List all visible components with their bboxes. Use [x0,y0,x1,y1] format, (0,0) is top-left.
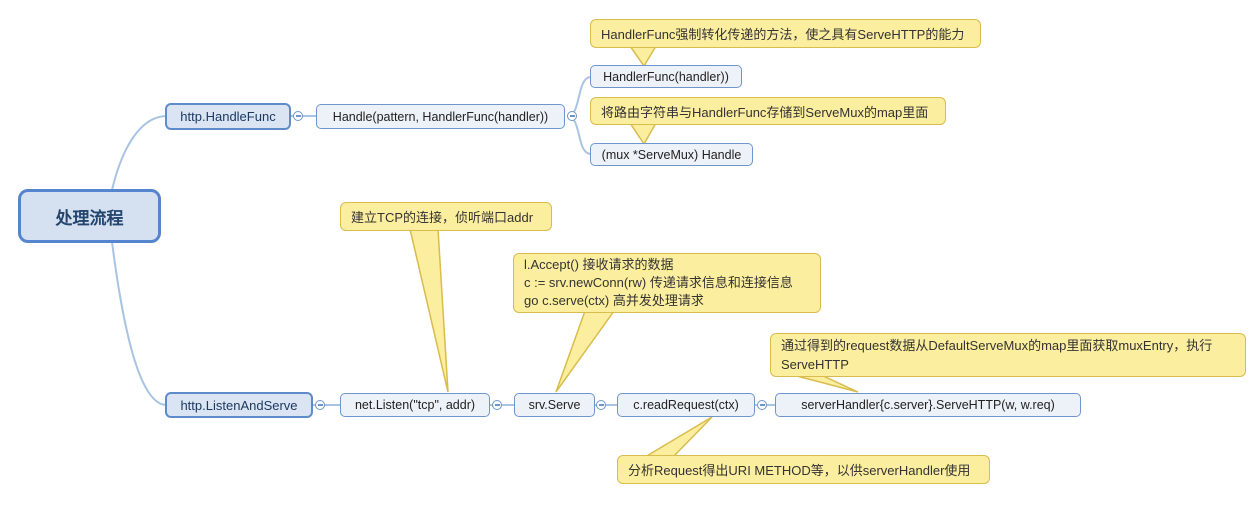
callout-tail-srvserve [555,310,616,393]
collapse-toggle-handlefunc[interactable] [293,111,303,121]
node-net-listen[interactable]: net.Listen("tcp", addr) [340,393,490,417]
callout-tail-readrequest [642,416,713,458]
node-srv-serve[interactable]: srv.Serve [514,393,595,417]
callout-accept-note[interactable]: l.Accept() 接收请求的数据 c := srv.newConn(rw) … [513,253,821,313]
callout-tail-serverhandler [792,374,859,393]
callout-handlerfunc-note[interactable]: HandlerFunc强制转化传递的方法，使之具有ServeHTTP的能力 [590,19,981,48]
collapse-toggle-listenandserve[interactable] [315,400,325,410]
edge-root-listenandserve [111,241,167,406]
node-c-readrequest[interactable]: c.readRequest(ctx) [617,393,755,417]
callout-analyze-request-note[interactable]: 分析Request得出URI METHOD等，以供serverHandler使用 [617,455,990,484]
callout-accept-note-line3: go c.serve(ctx) 高并发处理请求 [524,293,704,308]
callout-muxentry-note[interactable]: 通过得到的request数据从DefaultServeMux的map里面获取mu… [770,333,1246,377]
edge-handle-muxhandle [566,115,592,155]
callout-servemux-map-note[interactable]: 将路由字符串与HandlerFunc存储到ServeMux的map里面 [590,97,946,125]
callout-accept-note-line2: c := srv.newConn(rw) 传递请求信息和连接信息 [524,275,793,290]
root-node[interactable]: 处理流程 [18,189,161,243]
callout-accept-note-line1: l.Accept() 接收请求的数据 [524,257,674,272]
node-serverhandler-servehttp[interactable]: serverHandler{c.server}.ServeHTTP(w, w.r… [775,393,1081,417]
node-mux-servemux-handle[interactable]: (mux *ServeMux) Handle [590,143,753,166]
node-handlerfunc-handler[interactable]: HandlerFunc(handler)) [590,65,742,88]
collapse-toggle-readrequest[interactable] [757,400,767,410]
edge-root-handlefunc [111,115,167,191]
callout-tail-netlisten [409,228,449,393]
collapse-toggle-netlisten[interactable] [492,400,502,410]
node-http-listenandserve[interactable]: http.ListenAndServe [165,392,313,418]
collapse-toggle-handle[interactable] [567,111,577,121]
callout-tcp-listen-note[interactable]: 建立TCP的连接，侦听端口addr [340,202,552,231]
callout-tail-handlerfunc [628,45,658,68]
collapse-toggle-srvserve[interactable] [596,400,606,410]
node-http-handlefunc[interactable]: http.HandleFunc [165,103,291,130]
node-handle-pattern[interactable]: Handle(pattern, HandlerFunc(handler)) [316,104,565,129]
callout-tail-muxhandle [628,122,658,146]
